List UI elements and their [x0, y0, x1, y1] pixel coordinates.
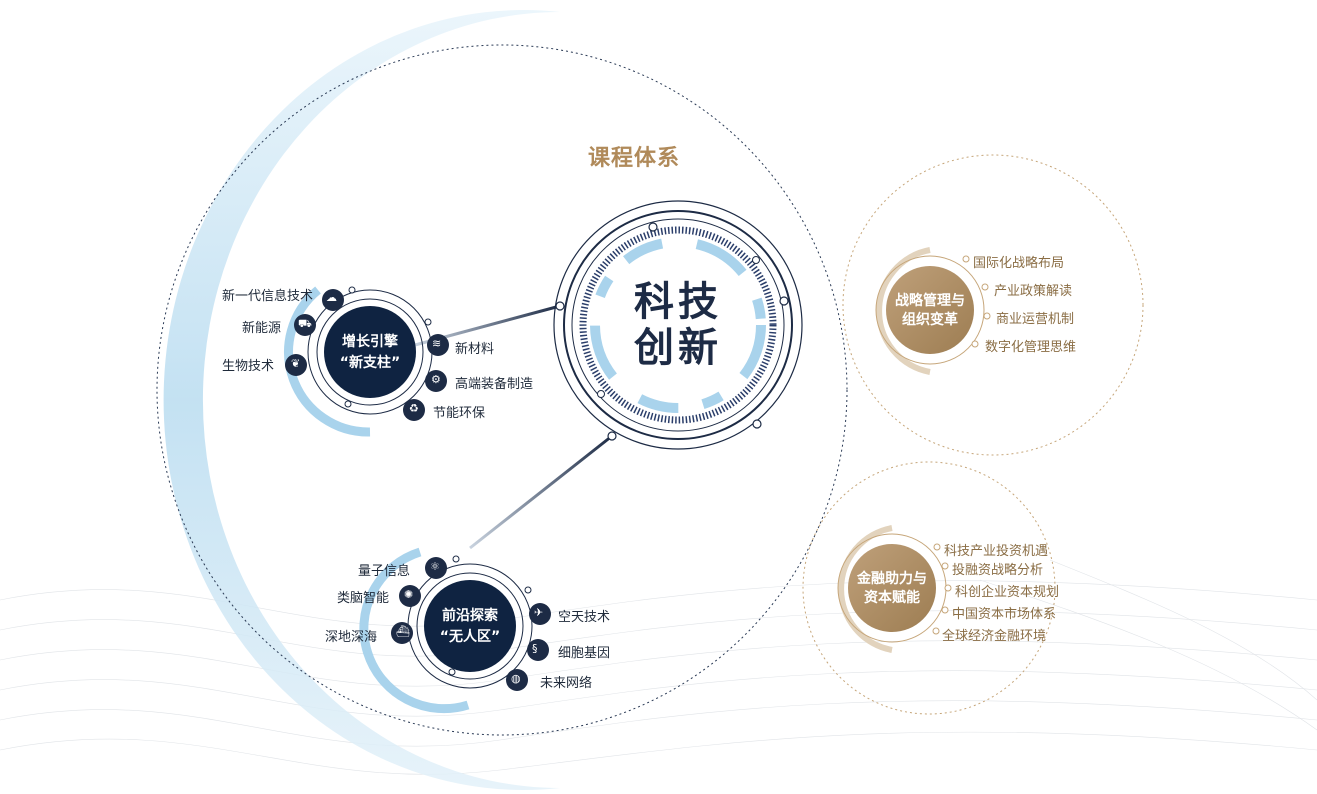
brain-icon: ✺: [404, 588, 414, 601]
factory-eco-icon: ♻: [409, 402, 419, 415]
finance-hub-label: 金融助力与 资本赋能: [848, 570, 936, 608]
background-mesh: [0, 559, 1317, 775]
core-line-2: 创新: [634, 325, 722, 371]
growth-item-equipment: 高端装备制造: [455, 377, 534, 392]
growth-hub-label: 增长引擎 “新支柱”: [330, 332, 410, 374]
robot-arm-icon: ⚙: [431, 373, 441, 386]
dna-icon: §: [532, 642, 538, 655]
satellite-icon: ✈: [534, 606, 544, 619]
core-line-1: 科技: [634, 279, 722, 325]
strategy-dotted-circle: [842, 154, 1144, 456]
strategy-item-0: 国际化战略布局: [973, 256, 1065, 271]
globe-network-icon: ◍: [511, 672, 521, 685]
growth-item-new-energy: 新能源: [242, 321, 282, 336]
page-title: 课程体系: [588, 146, 681, 171]
growth-item-next-gen-it: 新一代信息技术: [222, 289, 314, 304]
quantum-icon: ⚛: [430, 560, 440, 573]
finance-item-3: 中国资本市场体系: [952, 607, 1057, 622]
frontier-item-brain: 类脑智能: [337, 591, 390, 606]
frontier-item-deep: 深地深海: [325, 630, 378, 645]
main-dotted-circle: [156, 44, 848, 736]
plant-bio-icon: ❦: [291, 357, 301, 370]
submarine-icon: ⛴: [396, 625, 410, 638]
strategy-item-3: 数字化管理思维: [985, 340, 1077, 355]
outer-blue-arc: [163, 10, 560, 791]
frontier-item-cell-gene: 细胞基因: [558, 646, 611, 661]
finance-item-4: 全球经济金融环境: [942, 629, 1047, 644]
material-layers-icon: ≋: [432, 337, 442, 350]
finance-hub-graphic: [837, 525, 952, 653]
frontier-line-2: “无人区”: [439, 629, 501, 645]
frontier-item-quantum: 量子信息: [358, 564, 411, 579]
growth-line-2: “新支柱”: [339, 355, 401, 371]
finance-line-1: 金融助力与: [857, 571, 927, 587]
frontier-item-future-network: 未来网络: [540, 676, 593, 691]
frontier-hub-graphic: [359, 547, 551, 714]
strategy-line-1: 战略管理与: [895, 293, 965, 309]
growth-item-new-materials: 新材料: [455, 342, 495, 357]
finance-line-2: 资本赋能: [864, 590, 920, 606]
strategy-item-2: 商业运营机制: [996, 312, 1075, 327]
connector-frontier-core: [469, 434, 613, 550]
strategy-hub-label: 战略管理与 组织变革: [886, 292, 974, 330]
cloud-network-icon: ☁: [326, 291, 337, 304]
finance-item-1: 投融资战略分析: [952, 563, 1044, 578]
finance-item-0: 科技产业投资机遇: [944, 544, 1049, 559]
strategy-hub-graphic: [875, 247, 991, 375]
growth-item-biotech: 生物技术: [222, 359, 275, 374]
core-label: 科技 创新: [628, 279, 728, 371]
strategy-line-2: 组织变革: [902, 312, 958, 328]
frontier-item-aerospace: 空天技术: [558, 610, 611, 625]
frontier-hub-label: 前沿探索 “无人区”: [430, 606, 510, 648]
finance-item-2: 科创企业资本规划: [955, 585, 1060, 600]
finance-dotted-circle: [802, 461, 1056, 715]
car-energy-icon: ⛟: [298, 317, 312, 330]
core-rings: [553, 200, 803, 450]
growth-hub-graphic: [284, 286, 449, 437]
strategy-item-1: 产业政策解读: [994, 284, 1073, 299]
growth-line-1: 增长引擎: [342, 334, 398, 350]
growth-item-eco: 节能环保: [433, 406, 486, 421]
frontier-line-1: 前沿探索: [442, 608, 498, 624]
